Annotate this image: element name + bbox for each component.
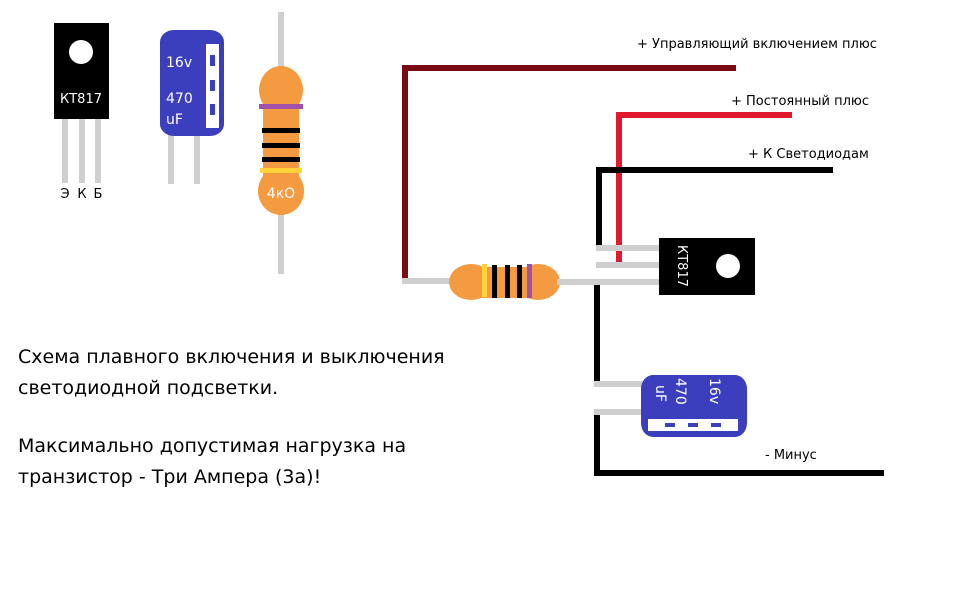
label-to-leds: + К Светодиодам: [748, 147, 869, 162]
wire-minus: [594, 282, 884, 476]
capacitor-unit: uF: [166, 112, 183, 128]
resistor-band-5: [260, 168, 302, 173]
warning-note: Максимально допустимая нагрузка на транз…: [18, 431, 488, 493]
circuit-capacitor-lead-bottom: [594, 409, 646, 415]
circuit-capacitor-capacity: 470: [672, 378, 688, 405]
pin-label-collector: К: [77, 187, 86, 202]
resistor-lead-left: [402, 278, 450, 284]
legend-resistor: 4кО: [258, 12, 304, 274]
description-line-2: светодиодной подсветки.: [18, 377, 279, 399]
warning-line-1: Максимально допустимая нагрузка на: [18, 435, 407, 457]
transistor-pin-collector: [79, 119, 85, 183]
capacitor-capacity: 470: [166, 91, 193, 107]
label-control-plus: + Управляющий включением плюс: [637, 37, 877, 52]
circuit-transistor-hole: [716, 254, 740, 278]
capacitor-voltage: 16v: [166, 55, 192, 71]
resistor-band-4: [262, 157, 300, 162]
circuit-resistor-band-3: [505, 265, 510, 298]
circuit-resistor-band-4: [517, 265, 522, 298]
transistor-pin-emitter: [62, 119, 68, 183]
legend-transistor: КТ817 Э К Б: [54, 23, 109, 202]
description-note: Схема плавного включения и выключения св…: [18, 342, 488, 404]
description-line-1: Схема плавного включения и выключения: [18, 346, 445, 368]
legend-capacitor: 16v 470 uF: [160, 30, 224, 184]
circuit-resistor-band-1: [482, 264, 487, 297]
circuit-capacitor: uF 470 16v: [594, 375, 747, 437]
pin-label-base: Б: [94, 187, 103, 202]
circuit-transistor-pin-2: [596, 262, 662, 268]
wire-control-plus: [402, 65, 736, 284]
label-constant-plus: + Постоянный плюс: [731, 94, 869, 109]
resistor-value-label: 4кО: [267, 186, 295, 202]
circuit-transistor-body: [659, 238, 755, 295]
circuit-capacitor-unit: uF: [652, 385, 668, 402]
warning-line-2: транзистор - Три Ампера (3а)!: [18, 466, 322, 488]
circuit-capacitor-voltage: 16v: [706, 378, 722, 404]
resistor-band-2: [262, 128, 300, 133]
resistor-band-1: [259, 104, 303, 109]
circuit-transistor-pin-1: [596, 245, 662, 251]
transistor-body: [54, 23, 109, 119]
pin-label-emitter: Э: [60, 187, 69, 202]
circuit-resistor: [449, 264, 563, 300]
resistor-band-3: [262, 143, 300, 148]
wire-constant-plus: [616, 112, 792, 268]
transistor-model-label: КТ817: [60, 92, 102, 107]
capacitor-lead-left: [168, 130, 174, 184]
wire-to-leds: [596, 167, 833, 248]
circuit-capacitor-lead-top: [594, 381, 646, 387]
circuit-transistor: КТ817: [560, 238, 755, 295]
label-minus: - Минус: [765, 448, 817, 463]
capacitor-lead-right: [194, 130, 200, 184]
transistor-pin-base: [95, 119, 101, 183]
transistor-mounting-hole: [69, 40, 93, 64]
circuit-transistor-model: КТ817: [674, 245, 689, 287]
circuit-transistor-pin-3: [560, 279, 662, 285]
circuit-resistor-band-5: [527, 264, 532, 298]
circuit-resistor-band-2: [492, 265, 497, 298]
